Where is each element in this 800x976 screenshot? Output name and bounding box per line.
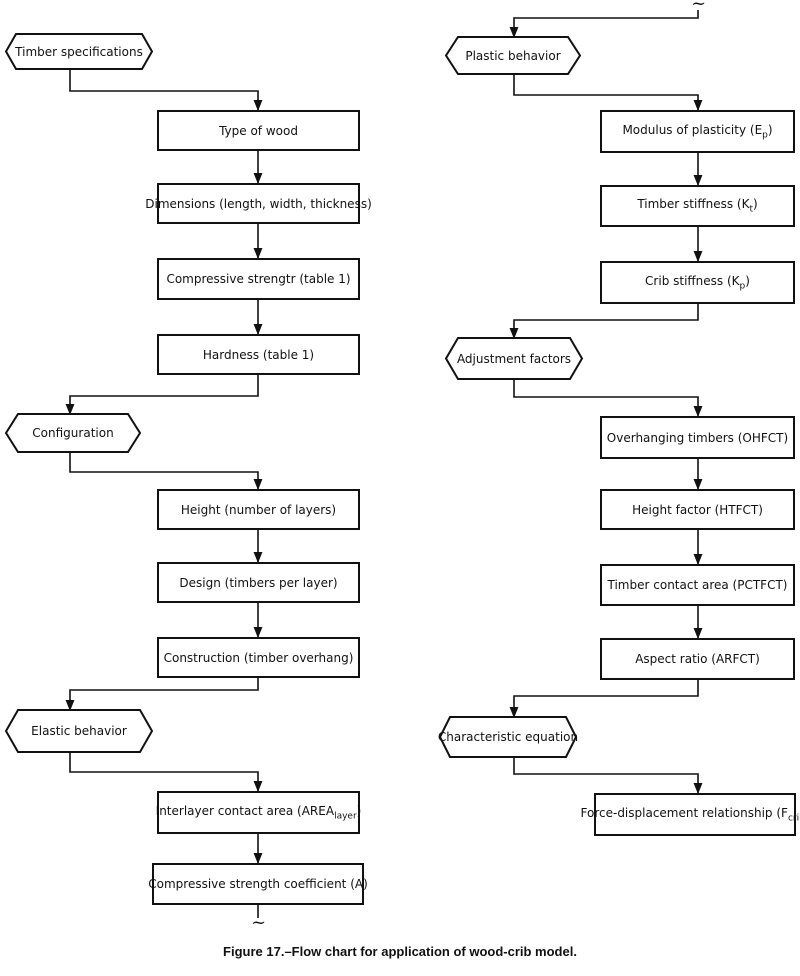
construction-box: Construction (timber overhang) <box>157 637 360 678</box>
crib-stiffness-label: Crib stiffness (Kp) <box>645 273 750 292</box>
connector-line <box>69 69 263 112</box>
overhanging-timbers-label: Overhanging timbers (OHFCT) <box>606 430 789 445</box>
tag-shape <box>444 337 584 380</box>
design-box: Design (timbers per layer) <box>157 562 360 603</box>
configuration-label: Configuration <box>32 426 114 440</box>
height-factor-box: Height factor (HTFCT) <box>600 489 795 530</box>
interlayer-contact-area-box: Interlayer contact area (AREAlayer) <box>155 791 362 834</box>
type-of-wood-label: Type of wood <box>219 123 298 138</box>
aspect-ratio-label: Aspect ratio (ARFCT) <box>635 652 760 666</box>
force-displacement-box: Force-displacement relationship (Fcrib) <box>581 793 800 836</box>
timber-stiffness-label: Timber stiffness (Kt) <box>637 197 758 215</box>
connector-line <box>65 375 259 416</box>
design-label: Design (timbers per layer) <box>179 575 338 590</box>
tag-shape <box>444 36 582 75</box>
timber-contact-area-label: Timber contact area (PCTFCT) <box>607 578 788 592</box>
timber-contact-area-box: Timber contact area (PCTFCT) <box>600 564 795 606</box>
timber-specifications-label: Timber specifications <box>15 44 143 59</box>
connector-line <box>69 452 263 491</box>
type-of-wood-box: Type of wood <box>157 110 360 151</box>
plastic-behavior-node: Plastic behavior <box>444 36 582 75</box>
compressive-strength-label: Compressive strengtr (table 1) <box>166 272 351 286</box>
height-factor-label: Height factor (HTFCT) <box>632 502 763 517</box>
tag-shape <box>4 709 154 753</box>
hardness-box: Hardness (table 1) <box>157 334 360 375</box>
connector-line <box>69 752 263 793</box>
connector-line <box>65 678 259 712</box>
connector-line <box>513 757 703 795</box>
configuration-node: Configuration <box>4 413 142 453</box>
elastic-behavior-node: Elastic behavior <box>4 709 154 753</box>
dimensions-box: Dimensions (length, width, thickness) <box>145 183 372 224</box>
timber-specifications-node: Timber specifications <box>4 33 154 70</box>
height-box: Height (number of layers) <box>157 489 360 530</box>
compressive-strength-box: Compressive strengtr (table 1) <box>157 258 360 300</box>
force-displacement-label: Force-displacement relationship (Fcrib) <box>580 805 800 824</box>
characteristic-equation-node: Characteristic equation <box>437 716 579 758</box>
tag-shape <box>4 33 154 70</box>
connector-line <box>513 379 703 418</box>
continuation-symbol-bottom: ~ <box>251 912 267 933</box>
plastic-behavior-label: Plastic behavior <box>465 48 561 63</box>
tag-shape <box>4 413 142 453</box>
connector-line <box>509 304 699 340</box>
figure-caption: Figure 17.–Flow chart for application of… <box>223 944 577 959</box>
hardness-label: Hardness (table 1) <box>202 347 315 362</box>
connector-line <box>513 74 703 112</box>
modulus-of-plasticity-box: Modulus of plasticity (Ep) <box>600 110 795 153</box>
tag-shape <box>438 716 578 758</box>
interlayer-contact-area-label: Interlayer contact area (AREAlayer) <box>155 803 362 822</box>
dimensions-label: Dimensions (length, width, thickness) <box>145 196 372 211</box>
crib-stiffness-box: Crib stiffness (Kp) <box>600 261 795 304</box>
construction-label: Construction (timber overhang) <box>163 650 354 665</box>
adjustment-factors-label: Adjustment factors <box>456 351 572 366</box>
adjustment-factors-node: Adjustment factors <box>444 337 584 380</box>
compressive-strength-coefficient-box: Compressive strength coefficient (A) <box>148 863 368 905</box>
elastic-behavior-label: Elastic behavior <box>31 724 127 738</box>
timber-stiffness-box: Timber stiffness (Kt) <box>600 185 795 227</box>
overhanging-timbers-box: Overhanging timbers (OHFCT) <box>600 416 795 459</box>
connector-line <box>509 10 699 39</box>
height-label: Height (number of layers) <box>180 502 337 517</box>
continuation-symbol-top: ~ <box>691 0 707 14</box>
connector-line <box>509 680 699 719</box>
aspect-ratio-box: Aspect ratio (ARFCT) <box>600 638 795 680</box>
compressive-strength-coefficient-label: Compressive strength coefficient (A) <box>148 877 368 891</box>
characteristic-equation-label: Characteristic equation <box>437 730 579 744</box>
modulus-of-plasticity-label: Modulus of plasticity (Ep) <box>622 122 773 141</box>
